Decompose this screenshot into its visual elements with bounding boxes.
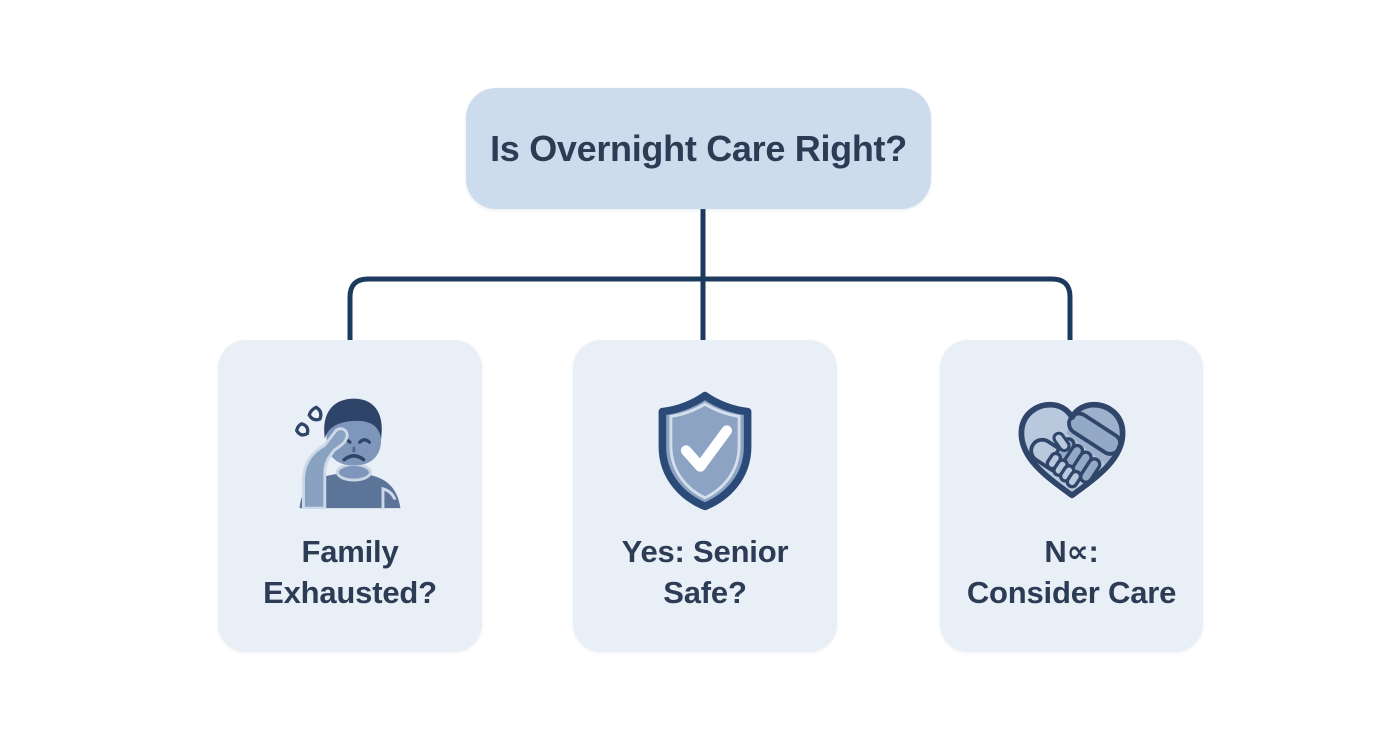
node-consider-care: N∝: Consider Care: [940, 340, 1203, 652]
node-label-line2: Consider Care: [966, 575, 1177, 611]
node-label-line2: Exhausted?: [263, 575, 437, 611]
node-label-line1: Family: [301, 534, 399, 570]
root-decision-label: Is Overnight Care Right?: [490, 127, 907, 169]
shield-check-icon: [648, 368, 762, 532]
node-label: N∝: Consider Care: [966, 532, 1177, 614]
heart-handshake-icon: [1009, 368, 1135, 532]
node-label: Yes: Senior Safe?: [622, 532, 789, 614]
node-label-line1: N∝:: [1044, 534, 1099, 570]
node-label: Family Exhausted?: [263, 532, 437, 614]
node-label-line1: Yes: Senior: [621, 534, 789, 570]
exhausted-person-icon: [286, 368, 414, 532]
node-senior-safe: Yes: Senior Safe?: [573, 340, 837, 652]
node-family-exhausted: Family Exhausted?: [218, 340, 482, 652]
root-decision-node: Is Overnight Care Right?: [466, 88, 931, 209]
node-label-line2: Safe?: [663, 575, 747, 611]
